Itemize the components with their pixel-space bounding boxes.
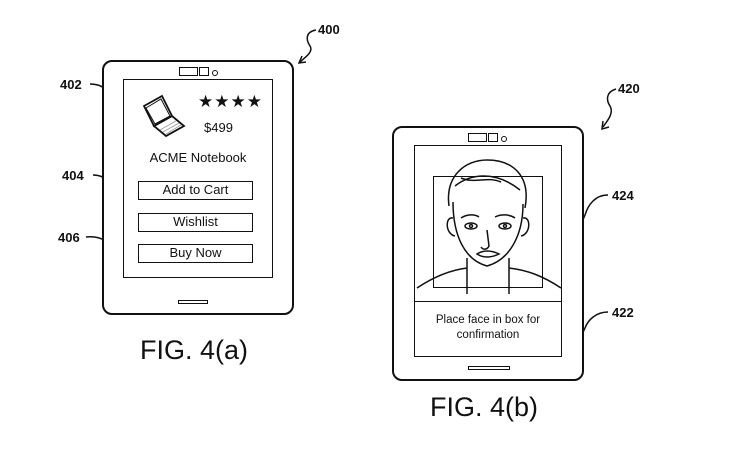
screen-a: ★★★★ $499 ACME Notebook Add to Cart Wish… bbox=[123, 79, 273, 278]
home-button[interactable] bbox=[178, 300, 208, 304]
wishlist-button[interactable]: Wishlist bbox=[138, 213, 253, 232]
product-price: $499 bbox=[204, 120, 233, 135]
add-to-cart-button[interactable]: Add to Cart bbox=[138, 181, 253, 200]
ref-label-404: 404 bbox=[62, 168, 84, 183]
leader-420 bbox=[602, 88, 617, 128]
leader-400 bbox=[299, 29, 317, 63]
camera-icon bbox=[179, 67, 198, 76]
home-button[interactable] bbox=[468, 366, 510, 370]
tablet-device-a: ★★★★ $499 ACME Notebook Add to Cart Wish… bbox=[102, 60, 294, 315]
buy-now-button[interactable]: Buy Now bbox=[138, 244, 253, 263]
ref-label-402: 402 bbox=[60, 77, 82, 92]
sensor-icon bbox=[488, 133, 498, 142]
ref-label-400: 400 bbox=[318, 22, 340, 37]
light-sensor-icon bbox=[501, 136, 507, 142]
figure-caption-a: FIG. 4(a) bbox=[140, 335, 249, 365]
ref-label-424: 424 bbox=[612, 188, 634, 203]
face-illustration bbox=[416, 159, 561, 294]
face-confirmation-message: Place face in box for confirmation bbox=[415, 313, 561, 343]
light-sensor-icon bbox=[212, 70, 218, 76]
message-line-2: confirmation bbox=[456, 329, 520, 341]
sensor-icon bbox=[199, 67, 209, 76]
product-name: ACME Notebook bbox=[149, 150, 247, 165]
laptop-icon bbox=[142, 94, 186, 138]
screen-b: Place face in box for confirmation bbox=[414, 145, 562, 357]
arrowhead-420 bbox=[601, 120, 610, 131]
figure-caption-b: FIG. 4(b) bbox=[430, 392, 539, 422]
ref-label-422: 422 bbox=[612, 305, 634, 320]
arrowhead-400 bbox=[297, 55, 307, 64]
tablet-device-b: Place face in box for confirmation bbox=[392, 126, 584, 381]
message-divider bbox=[415, 301, 561, 302]
ref-label-406: 406 bbox=[58, 230, 80, 245]
ref-label-420: 420 bbox=[618, 81, 640, 96]
camera-icon bbox=[468, 133, 487, 142]
rating-stars: ★★★★ bbox=[198, 92, 263, 111]
message-line-1: Place face in box for bbox=[435, 314, 541, 326]
